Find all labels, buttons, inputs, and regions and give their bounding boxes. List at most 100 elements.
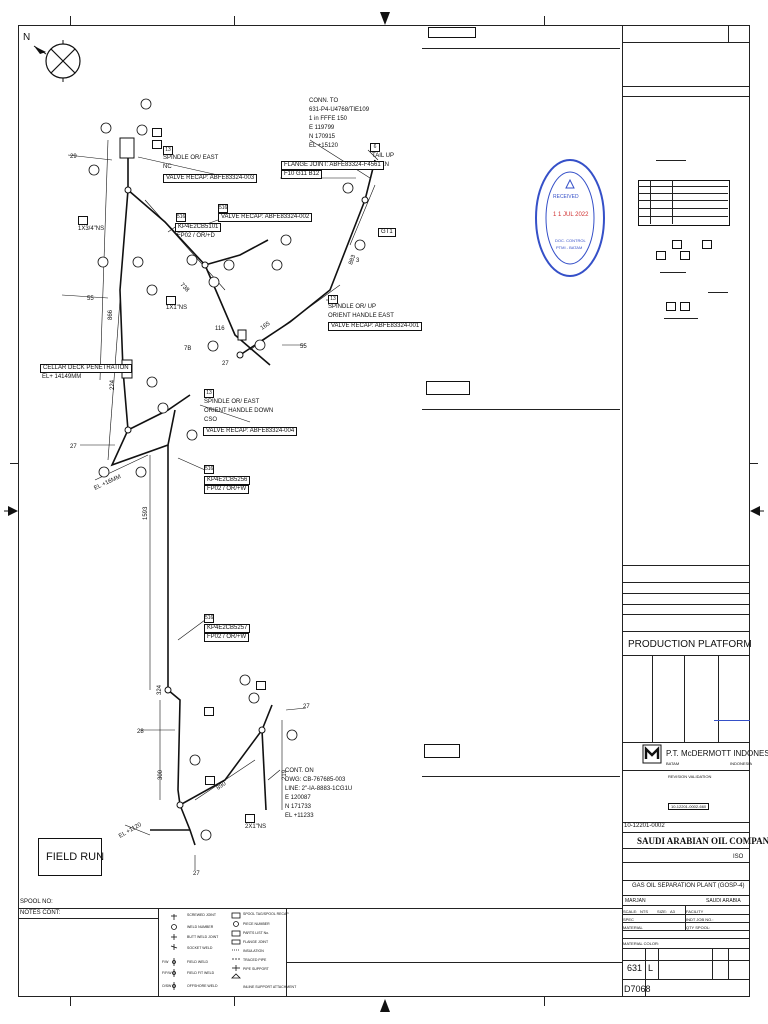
- legend-mid-rule: [286, 962, 622, 963]
- legend-top-rule: [18, 908, 622, 909]
- valve-recap-3: VALVE RECAP: ABFE83324-001: [328, 322, 423, 331]
- material-color-label: MATERIAL COLOR:: [623, 941, 660, 946]
- isometric-piping: 866 224 1593 324 300 219 738 165 883 890…: [61, 98, 379, 877]
- conn-top-line-3: 1 in FFFE 150: [309, 116, 348, 122]
- stamp-received: RECEIVED: [553, 194, 579, 200]
- legend-item-1: SCREWED JOINT: [187, 913, 216, 917]
- square-tag-2: [152, 140, 162, 149]
- square-tag-1: [152, 128, 162, 137]
- svg-text:7B: 7B: [184, 346, 191, 352]
- stamp-ptmi: PTMI - BATAM: [556, 245, 583, 250]
- kp-label-1b: FP02 / OR/+D: [177, 233, 215, 239]
- legend-right-rule: [286, 908, 287, 997]
- tag-13-b: 13: [328, 295, 338, 304]
- stamp-doc-control: DOC. CONTROL: [555, 238, 586, 243]
- tc-rule-18: [622, 895, 750, 896]
- check-box-1[interactable]: [656, 251, 666, 260]
- spindle-1-line-1: SPINDLE OR/ EAST: [163, 155, 219, 161]
- arrow-bottom-icon: [380, 999, 390, 1012]
- tc-vrule-c: [718, 655, 719, 742]
- code-631: 631: [627, 963, 643, 973]
- revision-validation: REVISION VALIDATION: [668, 774, 712, 779]
- scale-label: SCALE:: [623, 909, 638, 914]
- conn-top-line-5: N 170915: [309, 134, 336, 140]
- notes-cont-label: NOTES CONT:: [20, 910, 61, 916]
- tc-vrule-f: [658, 948, 659, 979]
- kp-label-2: KP4E2CB5256: [204, 476, 251, 485]
- spindle-3-line-3: CSO: [204, 417, 218, 423]
- size-label: SIZE:: [657, 909, 668, 914]
- cellar-deck-elevation: EL+ 14149MM: [42, 374, 82, 380]
- size-value: A3: [670, 909, 675, 914]
- tc-rule-7: [622, 604, 750, 605]
- conn-top-line-4: E 119799: [309, 125, 335, 131]
- svg-text:324: 324: [157, 684, 163, 695]
- saudi-arabia-label: SAUDI ARABIA: [706, 898, 741, 904]
- tc-rule-21: [622, 922, 750, 923]
- check-box-4[interactable]: [680, 251, 690, 260]
- tag-gt1: GT1: [378, 228, 396, 237]
- legend-symbols: [170, 912, 241, 990]
- code-d7068: D7068: [624, 984, 651, 994]
- check-box-2[interactable]: [672, 240, 682, 249]
- reducer-label-1: 1X3/4"NS: [78, 226, 105, 232]
- kp-label-3b: FP02 / OR/+W: [204, 633, 250, 642]
- legend-left-rule: [158, 908, 159, 997]
- rev-row-2: [638, 193, 728, 194]
- tick-top-2: [234, 16, 235, 25]
- doc-number: 10-12201-0002: [624, 823, 665, 829]
- legend-item-11: FLANGE JOINT: [243, 940, 269, 944]
- note-rule-2: [422, 409, 620, 410]
- company-mcdermott: P.T. McDERMOTT INDONESIA: [666, 749, 768, 758]
- legend-item-14: PIPE SUPPORT: [243, 967, 269, 971]
- conn-bottom-line-1: CONT. ON: [285, 768, 314, 774]
- tick-bot-3: [544, 997, 545, 1006]
- legend-item-9: PIECE NUMBER: [243, 922, 270, 926]
- production-platform-title: PRODUCTION PLATFORM: [628, 639, 752, 650]
- company-batam: BATAM: [666, 761, 680, 766]
- check-box-3[interactable]: [702, 240, 712, 249]
- material-label: MATERIAL: [623, 925, 643, 930]
- received-stamp-icon: [535, 159, 605, 277]
- tick-top-1: [70, 16, 71, 25]
- rev-row-3: [638, 200, 728, 201]
- square-tag-6: [205, 776, 215, 785]
- field-run-label: FIELD RUN: [46, 851, 105, 863]
- title-column-border: [622, 25, 623, 997]
- rev-row-1: [638, 186, 728, 187]
- svg-text:1593: 1593: [143, 506, 149, 520]
- spindle-2-line-1: SPINDLE OR/ UP: [328, 304, 377, 310]
- check-box-6[interactable]: [680, 302, 690, 311]
- square-tag-3: [78, 216, 88, 225]
- check-box-5[interactable]: [666, 302, 676, 311]
- rev-title-rule: [656, 160, 686, 161]
- tc-rule-25: [622, 960, 750, 961]
- svg-text:27: 27: [222, 361, 229, 367]
- tc-vrule-e: [645, 948, 646, 997]
- svg-text:29: 29: [70, 154, 77, 160]
- conn-top-line-6: EL +15120: [309, 143, 338, 149]
- company-indonesia: INDONESIA: [730, 761, 753, 766]
- legend-item-6: FIELD FIT WELD: [187, 971, 215, 975]
- marjan-label: MARJAN: [625, 898, 646, 904]
- facility-label: FACILITY: [686, 909, 704, 914]
- tc-rule-1: [622, 42, 750, 43]
- tc-rule-8: [622, 614, 750, 615]
- svg-text:3: 3: [356, 258, 360, 264]
- tc-rule-17: [622, 880, 750, 881]
- svg-text:27: 27: [70, 444, 77, 450]
- tick-right-1: [750, 463, 758, 464]
- north-compass-icon: [33, 40, 81, 82]
- reducer-label-3: 2X1"NS: [245, 824, 267, 830]
- field-run-box: [38, 838, 102, 876]
- tc-rule-11: [622, 742, 750, 743]
- square-tag-4: [166, 296, 176, 305]
- legend-item-15: INLINE SUPPORT ATTACHMENT: [243, 985, 297, 989]
- mcdermott-logo-icon: [642, 744, 662, 764]
- doc-number-box: 10-12201-0002-660: [668, 803, 710, 810]
- conn-top-line-2: 631-P4-U4768/TIE109: [309, 107, 370, 113]
- legend-item-7: OFFSHORE WELD: [187, 984, 218, 988]
- tc-vrule-h: [728, 948, 729, 979]
- saudi-aramco-title: SAUDI ARABIAN OIL COMPANY: [637, 836, 768, 846]
- spindle-3-line-2: ORIENT HANDLE DOWN: [204, 408, 274, 414]
